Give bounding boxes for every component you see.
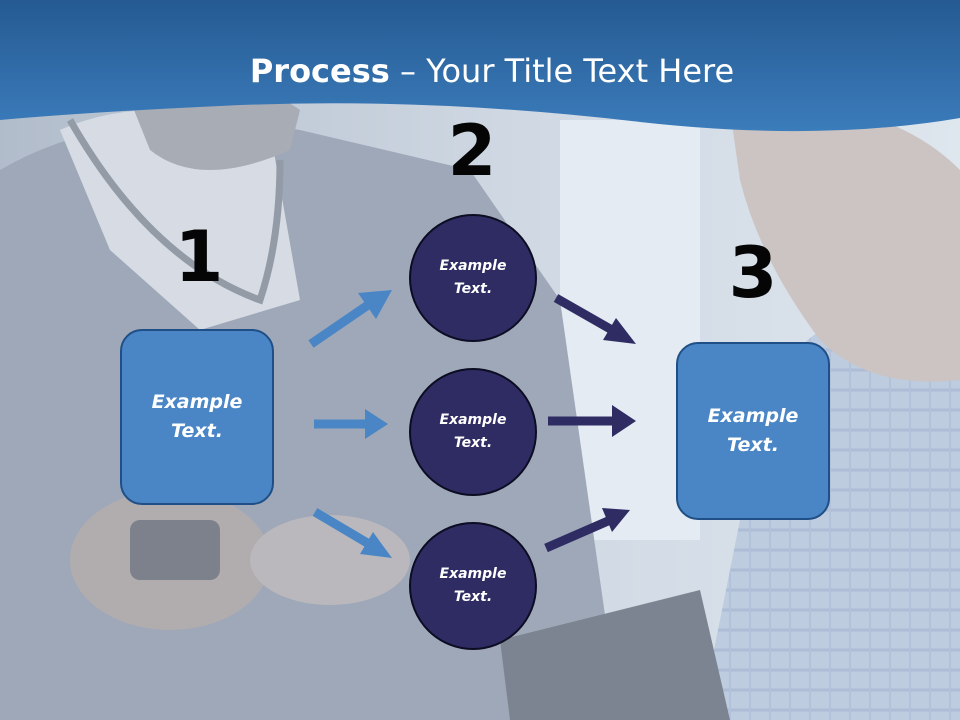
arrow-from-circle-middle	[548, 405, 636, 437]
arrow-from-circle-top	[553, 294, 636, 344]
arrow-to-circle-top	[308, 290, 392, 348]
step-number-1: 1	[174, 216, 224, 298]
step-2-circle-bottom-text: Example Text.	[439, 566, 507, 605]
arrow-to-circle-middle	[314, 409, 388, 439]
step-3-text: Example Text.	[707, 405, 799, 456]
step-2-circle-top-text: Example Text.	[439, 258, 507, 297]
title-bold: Process	[249, 52, 390, 90]
arrow-to-circle-bottom	[312, 508, 392, 558]
step-number-3: 3	[728, 232, 778, 314]
step-1-text: Example Text.	[151, 391, 243, 442]
header-band	[0, 0, 960, 132]
step-3-box: Example Text.	[676, 342, 830, 520]
step-number-2: 2	[447, 110, 497, 192]
step-2-circle-bottom: Example Text.	[409, 522, 537, 650]
step-2-circle-top: Example Text.	[409, 214, 537, 342]
page-title: Process – Your Title Text Here	[0, 52, 960, 90]
arrow-from-circle-bottom	[544, 508, 630, 553]
step-2-circle-middle: Example Text.	[409, 368, 537, 496]
title-rest: – Your Title Text Here	[389, 52, 735, 90]
step-1-box: Example Text.	[120, 329, 274, 505]
step-2-circle-middle-text: Example Text.	[439, 412, 507, 451]
